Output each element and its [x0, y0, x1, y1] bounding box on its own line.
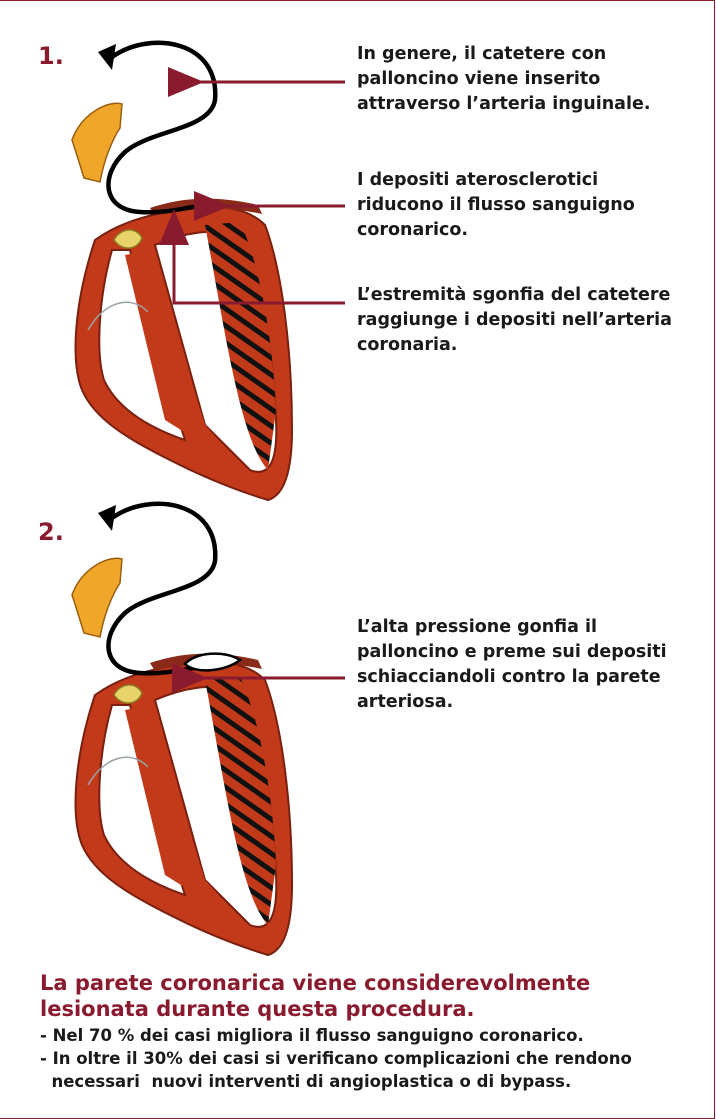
footer-list: - Nel 70 % dei casi migliora il flusso s… [40, 1024, 690, 1093]
footer-item: - In oltre il 30% dei casi si verificano… [40, 1047, 690, 1093]
heart-illustration-2 [72, 504, 292, 955]
catheter-1 [108, 43, 215, 212]
aorta-1 [72, 103, 122, 182]
catheter-tip-arrow-2 [98, 505, 116, 531]
footer-item: - Nel 70 % dei casi migliora il flusso s… [40, 1024, 690, 1047]
caption-catheter-tip: L’estremità sgonfia del catetere raggiun… [357, 283, 677, 358]
catheter-2 [108, 504, 225, 673]
step-number-1: 1. [38, 42, 64, 70]
step-number-2: 2. [38, 518, 64, 546]
caption-balloon-inflation: L’alta pressione gonfia il palloncino e … [357, 615, 697, 715]
caption-deposits: I depositi aterosclerotici riducono il f… [357, 168, 687, 243]
heart-illustration-1 [72, 43, 292, 500]
footer-title: La parete coronarica viene considerevolm… [40, 970, 680, 1022]
caption-catheter-insertion: In genere, il catetere con palloncino vi… [357, 42, 687, 117]
catheter-tip-arrow-1 [98, 44, 116, 70]
